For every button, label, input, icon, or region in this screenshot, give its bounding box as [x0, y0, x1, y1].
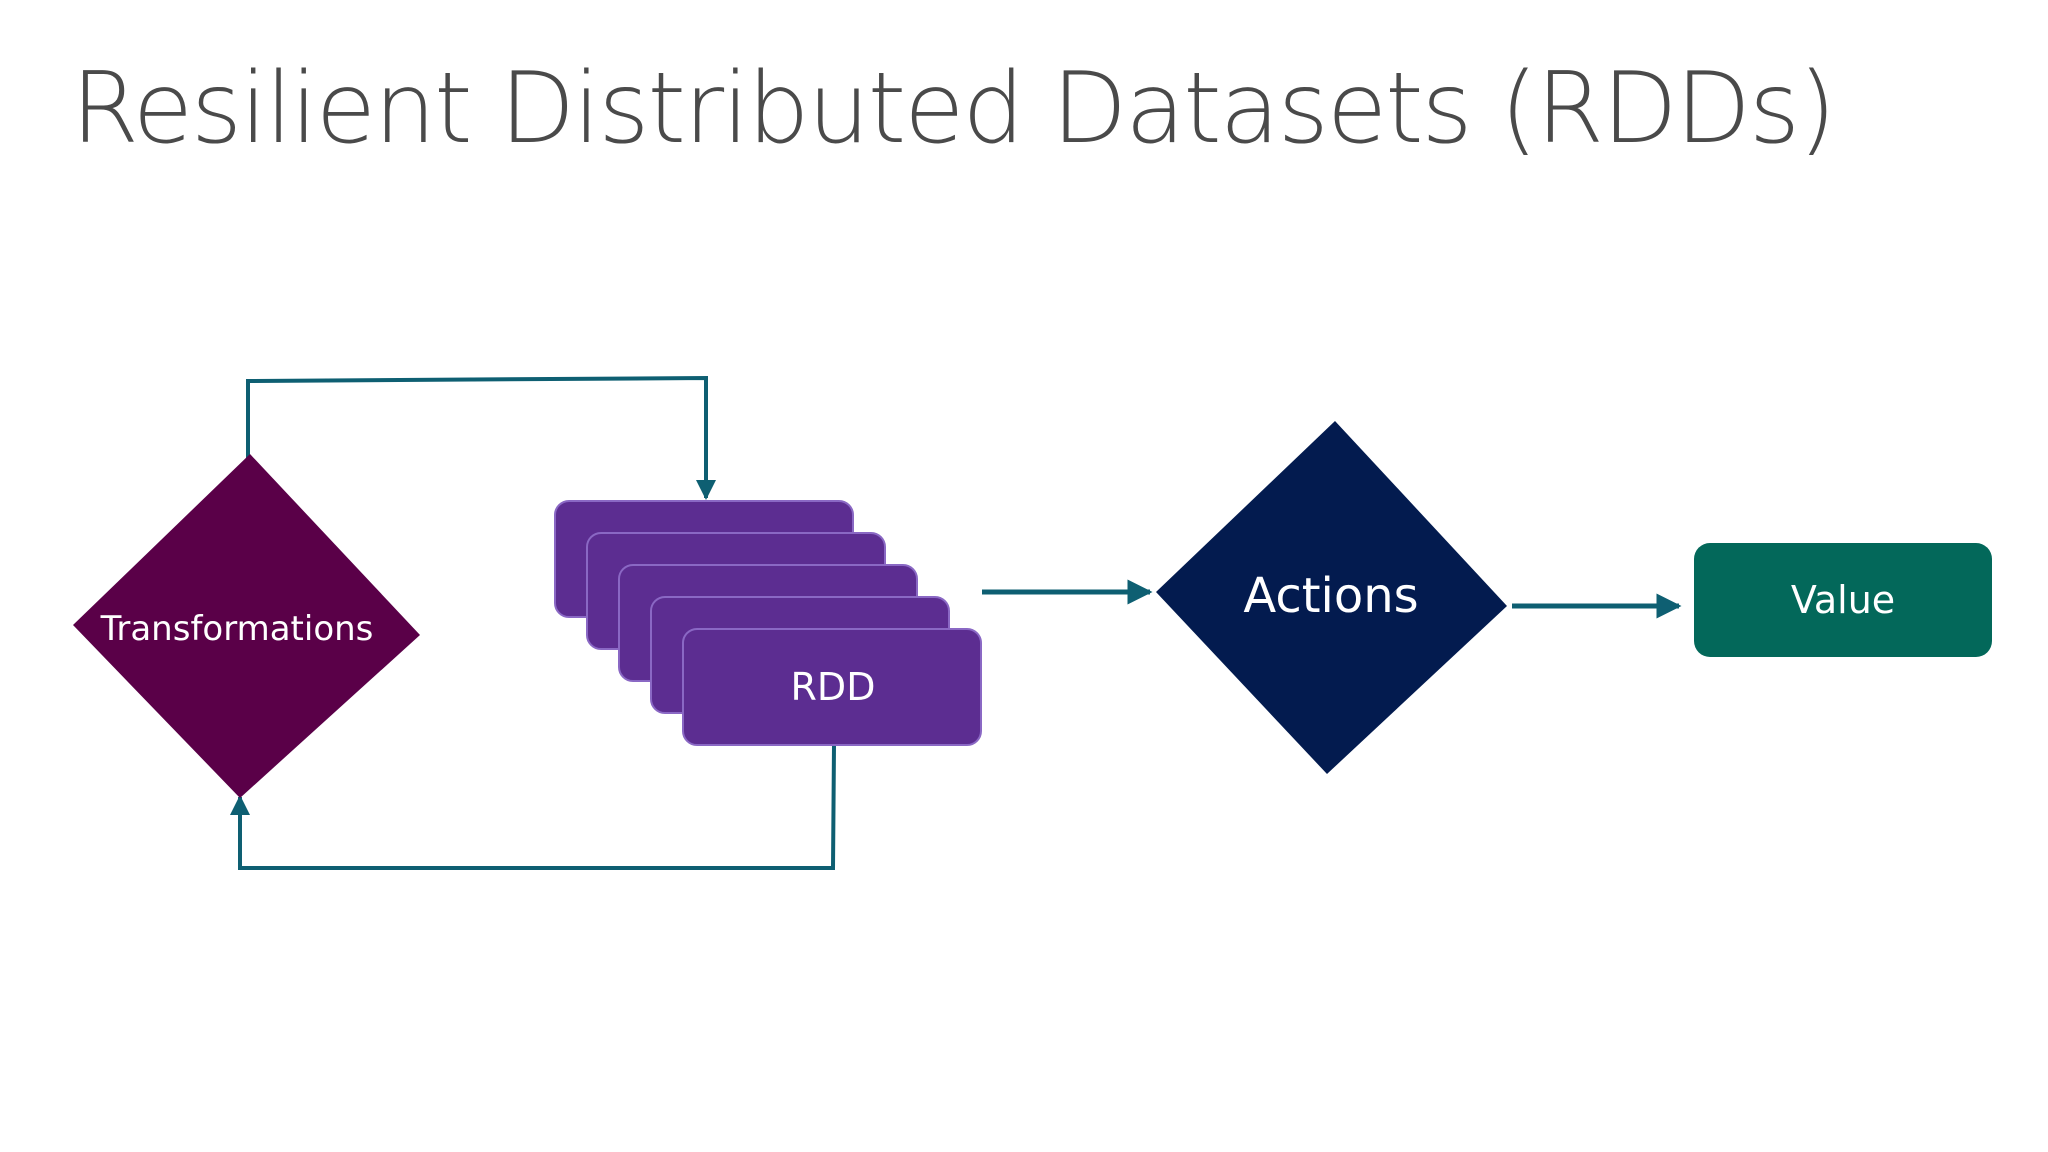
rdd-stack: RDD	[554, 500, 982, 746]
rdd-card-front	[682, 628, 982, 746]
value-label: Value	[1791, 578, 1895, 622]
loop-connector-bottom	[230, 744, 836, 870]
transformations-diamond	[73, 454, 420, 798]
rdd-label: RDD	[791, 665, 876, 709]
loop-connector-top	[246, 375, 716, 500]
transformations-label: Transformations	[100, 609, 374, 649]
transformations-node: Transformations	[73, 454, 420, 798]
actions-node: Actions	[1156, 421, 1507, 774]
value-node: Value	[1694, 543, 1992, 657]
slide-title: Resilient Distributed Datasets (RDDs)	[71, 52, 1836, 166]
value-box	[1694, 543, 1992, 657]
actions-label: Actions	[1243, 568, 1418, 624]
actions-diamond	[1156, 421, 1507, 774]
